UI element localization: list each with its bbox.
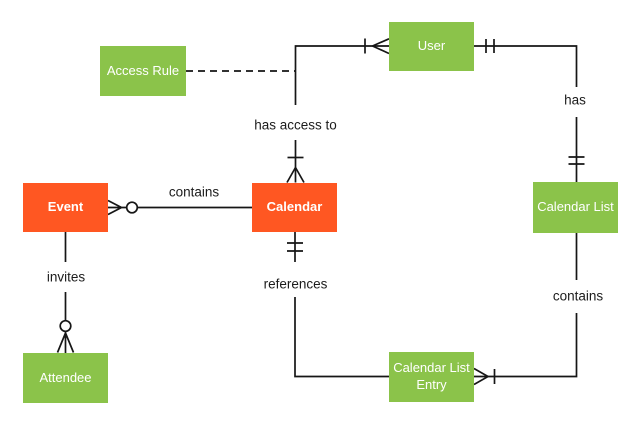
connector-references — [287, 232, 389, 378]
connector-has — [474, 39, 585, 182]
entity-user[interactable]: User — [389, 22, 474, 71]
connector-contains-list — [473, 233, 578, 386]
entity-calendar-list[interactable]: Calendar List — [533, 182, 618, 233]
entity-label: User — [417, 38, 446, 54]
entity-label: Attendee — [39, 369, 92, 385]
double-tick-calendar-list — [568, 156, 585, 165]
relationship-label-has: has — [564, 92, 586, 108]
entity-label: Calendar List Entry — [393, 360, 470, 392]
relationship-label-references: references — [263, 276, 328, 292]
entity-attendee[interactable]: Attendee — [23, 353, 108, 403]
connector-invites — [56, 232, 75, 353]
entity-label: Calendar — [266, 199, 323, 215]
relationship-label-contains-event: contains — [168, 184, 220, 200]
entity-event[interactable]: Event — [23, 183, 108, 232]
entity-access-rule[interactable]: Access Rule — [100, 46, 186, 96]
entity-label: Access Rule — [106, 62, 180, 78]
crow-foot-list-entry — [473, 367, 489, 386]
relationship-label-has-access-to: has access to — [254, 117, 337, 133]
connector-has-access-to — [186, 38, 390, 183]
entity-calendar-list-entry[interactable]: Calendar List Entry — [389, 352, 474, 402]
relationship-label-invites: invites — [46, 269, 86, 285]
zero-cardinality-icon — [125, 201, 139, 214]
entity-calendar[interactable]: Calendar — [252, 183, 337, 232]
entity-label: Calendar List — [537, 199, 614, 215]
double-tick-calendar — [287, 242, 303, 252]
entity-label: Event — [47, 199, 84, 215]
connector-contains-event — [107, 199, 252, 216]
crow-foot-calendar — [286, 167, 305, 183]
crow-foot-user — [372, 38, 390, 55]
relationship-label-contains-list: contains — [552, 288, 604, 304]
zero-cardinality-icon — [59, 319, 72, 333]
double-tick-user — [485, 39, 495, 53]
